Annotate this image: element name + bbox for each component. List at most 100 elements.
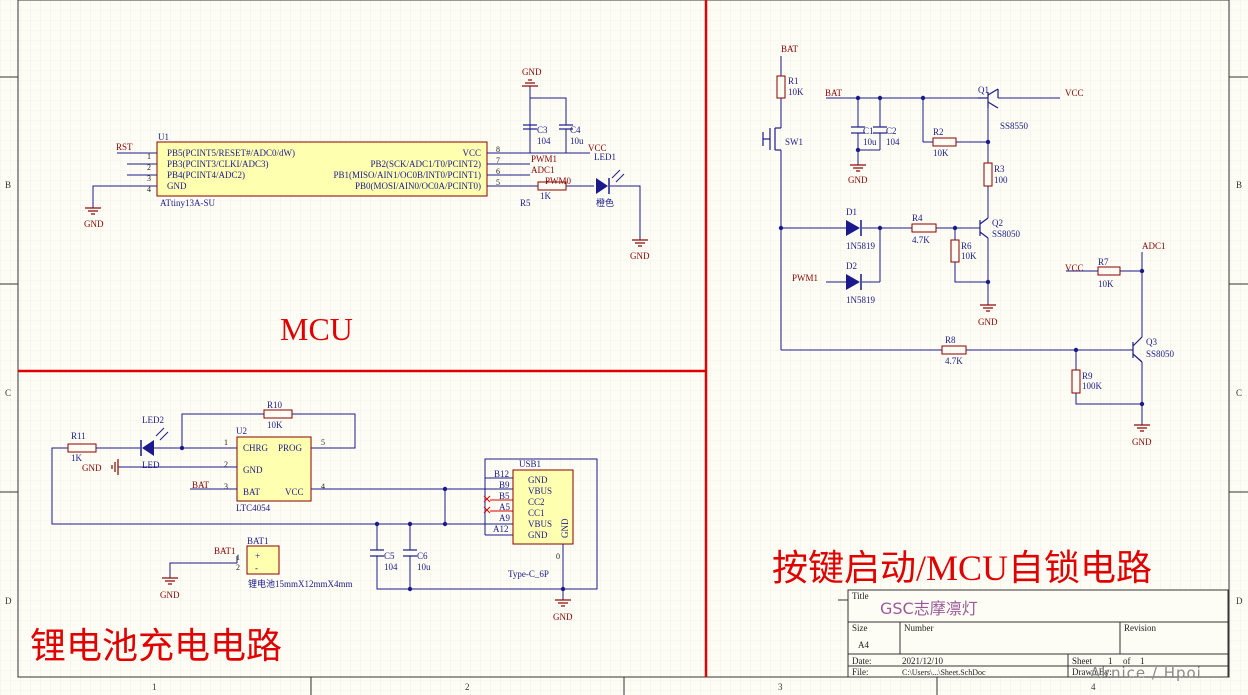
- usb-shell-pin: 0: [556, 552, 560, 561]
- mcu-pin-num: 7: [496, 156, 500, 165]
- mcu-pin-name: PB5(PCINT5/RESET#/ADC0/dW): [167, 148, 295, 158]
- r10-val: 10K: [267, 420, 283, 430]
- net-pwm1-latch: PWM1: [792, 273, 818, 283]
- resistor-r9[interactable]: [1071, 369, 1081, 394]
- section-title-charging: 锂电池充电电路: [30, 626, 282, 666]
- mcu-body[interactable]: [156, 141, 488, 197]
- col-label-4: 4: [1091, 682, 1096, 692]
- resistor-r10[interactable]: [263, 409, 293, 419]
- charger-part: LTC4054: [236, 503, 271, 513]
- net-bat-charger: BAT: [192, 480, 210, 490]
- sheet-number: 1: [1108, 656, 1113, 666]
- diode-d2[interactable]: [846, 274, 862, 290]
- charger-pin-num: 3: [224, 482, 228, 491]
- usb-pin: A12: [493, 524, 509, 534]
- resistor-r5[interactable]: [537, 181, 567, 191]
- revision-label: Revision: [1124, 623, 1157, 633]
- mcu-pin-num: 6: [496, 167, 500, 176]
- resistor-r7[interactable]: [1097, 266, 1121, 276]
- sw1-ref: SW1: [785, 137, 803, 147]
- usb-inner-pin: GND: [528, 475, 548, 485]
- charger-pin-vcc: VCC: [285, 487, 304, 497]
- q3-val: SS8050: [1146, 349, 1175, 359]
- date-label: Date:: [852, 656, 872, 666]
- transistor-q3[interactable]: [1132, 336, 1143, 363]
- d1-ref: D1: [846, 207, 857, 217]
- usb-side-gnd: GND: [560, 518, 570, 538]
- c1-ref: C1: [863, 126, 874, 136]
- bat1-plus: +: [255, 551, 260, 561]
- r11-val: 1K: [71, 453, 83, 463]
- watermark: Aknice / Hpoi: [1090, 664, 1202, 682]
- usb-pin: B9: [499, 480, 510, 490]
- c1-val: 10u: [863, 137, 877, 147]
- net-pwm1-mcu: PWM1: [531, 154, 557, 164]
- col-label-1: 1: [152, 682, 157, 692]
- transistor-q2[interactable]: [979, 217, 989, 239]
- net-adc1-mcu: ADC1: [531, 165, 555, 175]
- resistor-r1[interactable]: [776, 75, 786, 99]
- mcu-pin-name: PB1(MISO/AIN1/OC0B/INT0/PCINT1): [333, 170, 481, 180]
- c6-ref: C6: [417, 551, 428, 561]
- r5-val: 1K: [540, 191, 552, 201]
- net-gnd-led1: GND: [630, 251, 650, 261]
- charger-body[interactable]: [236, 436, 312, 502]
- net-gnd-q2: GND: [978, 317, 998, 327]
- switch-sw1[interactable]: [762, 127, 781, 151]
- q1-ref: Q1: [978, 85, 989, 95]
- net-gnd-bat1: GND: [160, 590, 180, 600]
- mcu-section: U1 ATtiny13A-SU PB5(PCINT5/RESET#/ADC0/d…: [84, 67, 650, 261]
- row-label-b-left: B: [5, 180, 11, 190]
- r8-ref: R8: [945, 335, 956, 345]
- c2-ref: C2: [886, 126, 897, 136]
- usb-inner-pin: GND: [528, 530, 548, 540]
- r8-val: 4.7K: [945, 356, 963, 366]
- resistor-r3[interactable]: [983, 162, 993, 187]
- resistor-r8[interactable]: [941, 345, 967, 355]
- date-value: 2021/12/10: [902, 656, 944, 666]
- r9-val: 100K: [1082, 381, 1103, 391]
- net-bat-latch: BAT: [825, 88, 843, 98]
- d2-ref: D2: [846, 261, 857, 271]
- resistor-r4[interactable]: [911, 223, 937, 233]
- led2-symbol[interactable]: [140, 427, 169, 456]
- r5-ref: R5: [520, 198, 531, 208]
- c4-val: 10u: [570, 136, 584, 146]
- bat1-ref: BAT1: [247, 536, 269, 546]
- r2-ref: R2: [933, 127, 944, 137]
- usb-part: Type-C_6P: [508, 569, 549, 579]
- sheet-label: Sheet: [1072, 656, 1092, 666]
- r6-ref: R6: [961, 241, 972, 251]
- battery-bat1[interactable]: [246, 545, 280, 575]
- r4-val: 4.7K: [912, 235, 930, 245]
- d1-val: 1N5819: [846, 241, 875, 251]
- mcu-pin-name: PB0(MOSI/AIN0/OC0A/PCINT0): [355, 181, 481, 191]
- charger-pin-gnd: GND: [243, 465, 263, 475]
- mcu-ref: U1: [158, 132, 169, 142]
- diode-d1[interactable]: [846, 220, 862, 236]
- size-value: A4: [858, 640, 869, 650]
- c4-ref: C4: [570, 125, 581, 135]
- section-title-mcu: MCU: [280, 311, 353, 347]
- c3-ref: C3: [537, 125, 548, 135]
- net-adc1-latch: ADC1: [1142, 241, 1166, 251]
- r11-ref: R11: [71, 431, 86, 441]
- charger-pin-prog: PROG: [278, 443, 303, 453]
- usb-ref: USB1: [519, 459, 541, 469]
- led1-symbol[interactable]: [596, 169, 625, 194]
- r7-ref: R7: [1098, 257, 1109, 267]
- net-gnd-c1: GND: [848, 175, 868, 185]
- resistor-r2[interactable]: [932, 137, 957, 147]
- q1-val: SS8550: [1000, 121, 1029, 131]
- r7-val: 10K: [1098, 279, 1114, 289]
- led2-ref: LED2: [142, 415, 164, 425]
- q3-ref: Q3: [1146, 337, 1157, 347]
- c5-ref: C5: [384, 551, 395, 561]
- sheet-total: 1: [1140, 656, 1145, 666]
- resistor-r6[interactable]: [950, 239, 960, 263]
- transistor-q1[interactable]: [978, 88, 999, 109]
- usb-connector[interactable]: [512, 469, 574, 545]
- net-vcc-r7: VCC: [1065, 263, 1084, 273]
- c2-val: 104: [886, 137, 900, 147]
